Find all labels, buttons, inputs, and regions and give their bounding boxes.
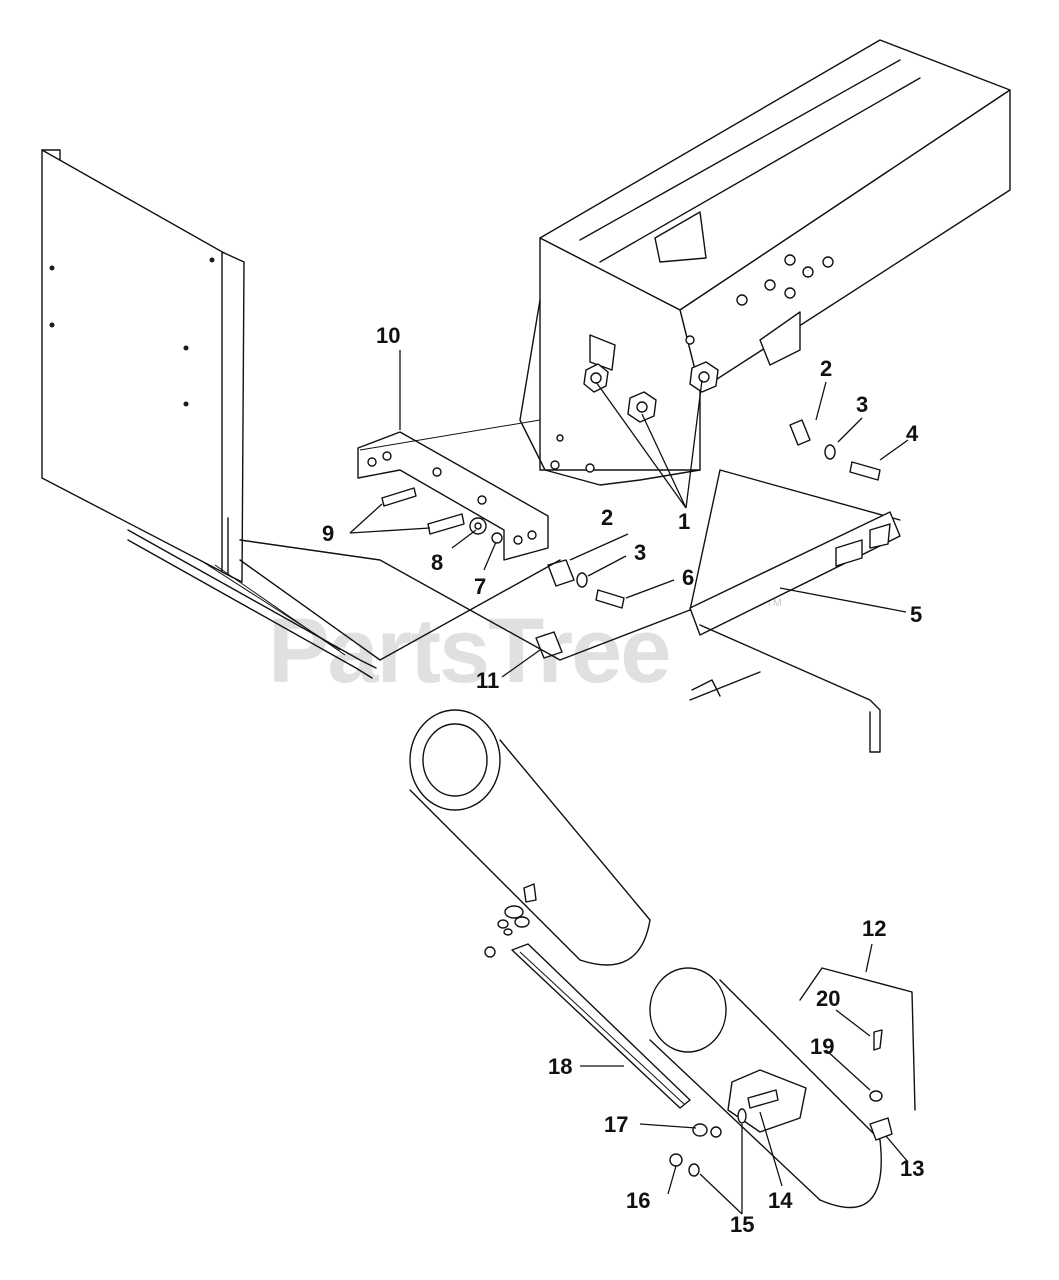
callout-10: 10	[376, 323, 400, 348]
callout-18: 18	[548, 1054, 572, 1079]
watermark-text: PartsTree	[268, 600, 669, 702]
callout-15: 15	[730, 1212, 754, 1237]
callout-3-lower: 3	[634, 540, 646, 565]
side-panel	[41, 149, 381, 679]
washers-7-8	[469, 517, 503, 544]
callout-labels: 10 2 3 4 1 9 8 7 2 3 6 5 11 12 20 19 18 …	[322, 323, 924, 1237]
mounting-bracket	[357, 431, 549, 561]
callout-14: 14	[768, 1188, 793, 1213]
callout-17: 17	[604, 1112, 628, 1137]
callout-3-upper: 3	[856, 392, 868, 417]
callout-13: 13	[900, 1156, 924, 1181]
callout-9: 9	[322, 521, 334, 546]
callout-6: 6	[682, 565, 694, 590]
callout-8: 8	[431, 550, 443, 575]
frame-rails	[239, 419, 901, 661]
nut-group-1	[583, 361, 719, 423]
callout-11: 11	[476, 668, 499, 693]
deflector-plate	[799, 967, 916, 1111]
callout-1: 1	[678, 509, 690, 534]
callout-4: 4	[906, 421, 919, 446]
bolts-9	[381, 487, 465, 535]
leader-lines	[349, 350, 909, 1215]
callout-16: 16	[626, 1188, 650, 1213]
callout-7: 7	[474, 574, 486, 599]
partstree-watermark: PartsTree TM	[268, 597, 782, 702]
callout-20: 20	[816, 986, 840, 1011]
deck-frame	[519, 39, 1011, 486]
callout-5: 5	[910, 602, 922, 627]
callout-19: 19	[810, 1034, 834, 1059]
adjustment-arm	[689, 511, 901, 753]
callout-2-upper: 2	[820, 356, 832, 381]
chute-hardware	[484, 883, 537, 958]
callout-2-lower: 2	[601, 505, 613, 530]
callout-12: 12	[862, 916, 886, 941]
rod-18	[511, 943, 691, 1109]
hardware-right	[535, 419, 881, 659]
lower-hardware	[669, 1029, 893, 1177]
discharge-chute	[409, 709, 882, 1209]
